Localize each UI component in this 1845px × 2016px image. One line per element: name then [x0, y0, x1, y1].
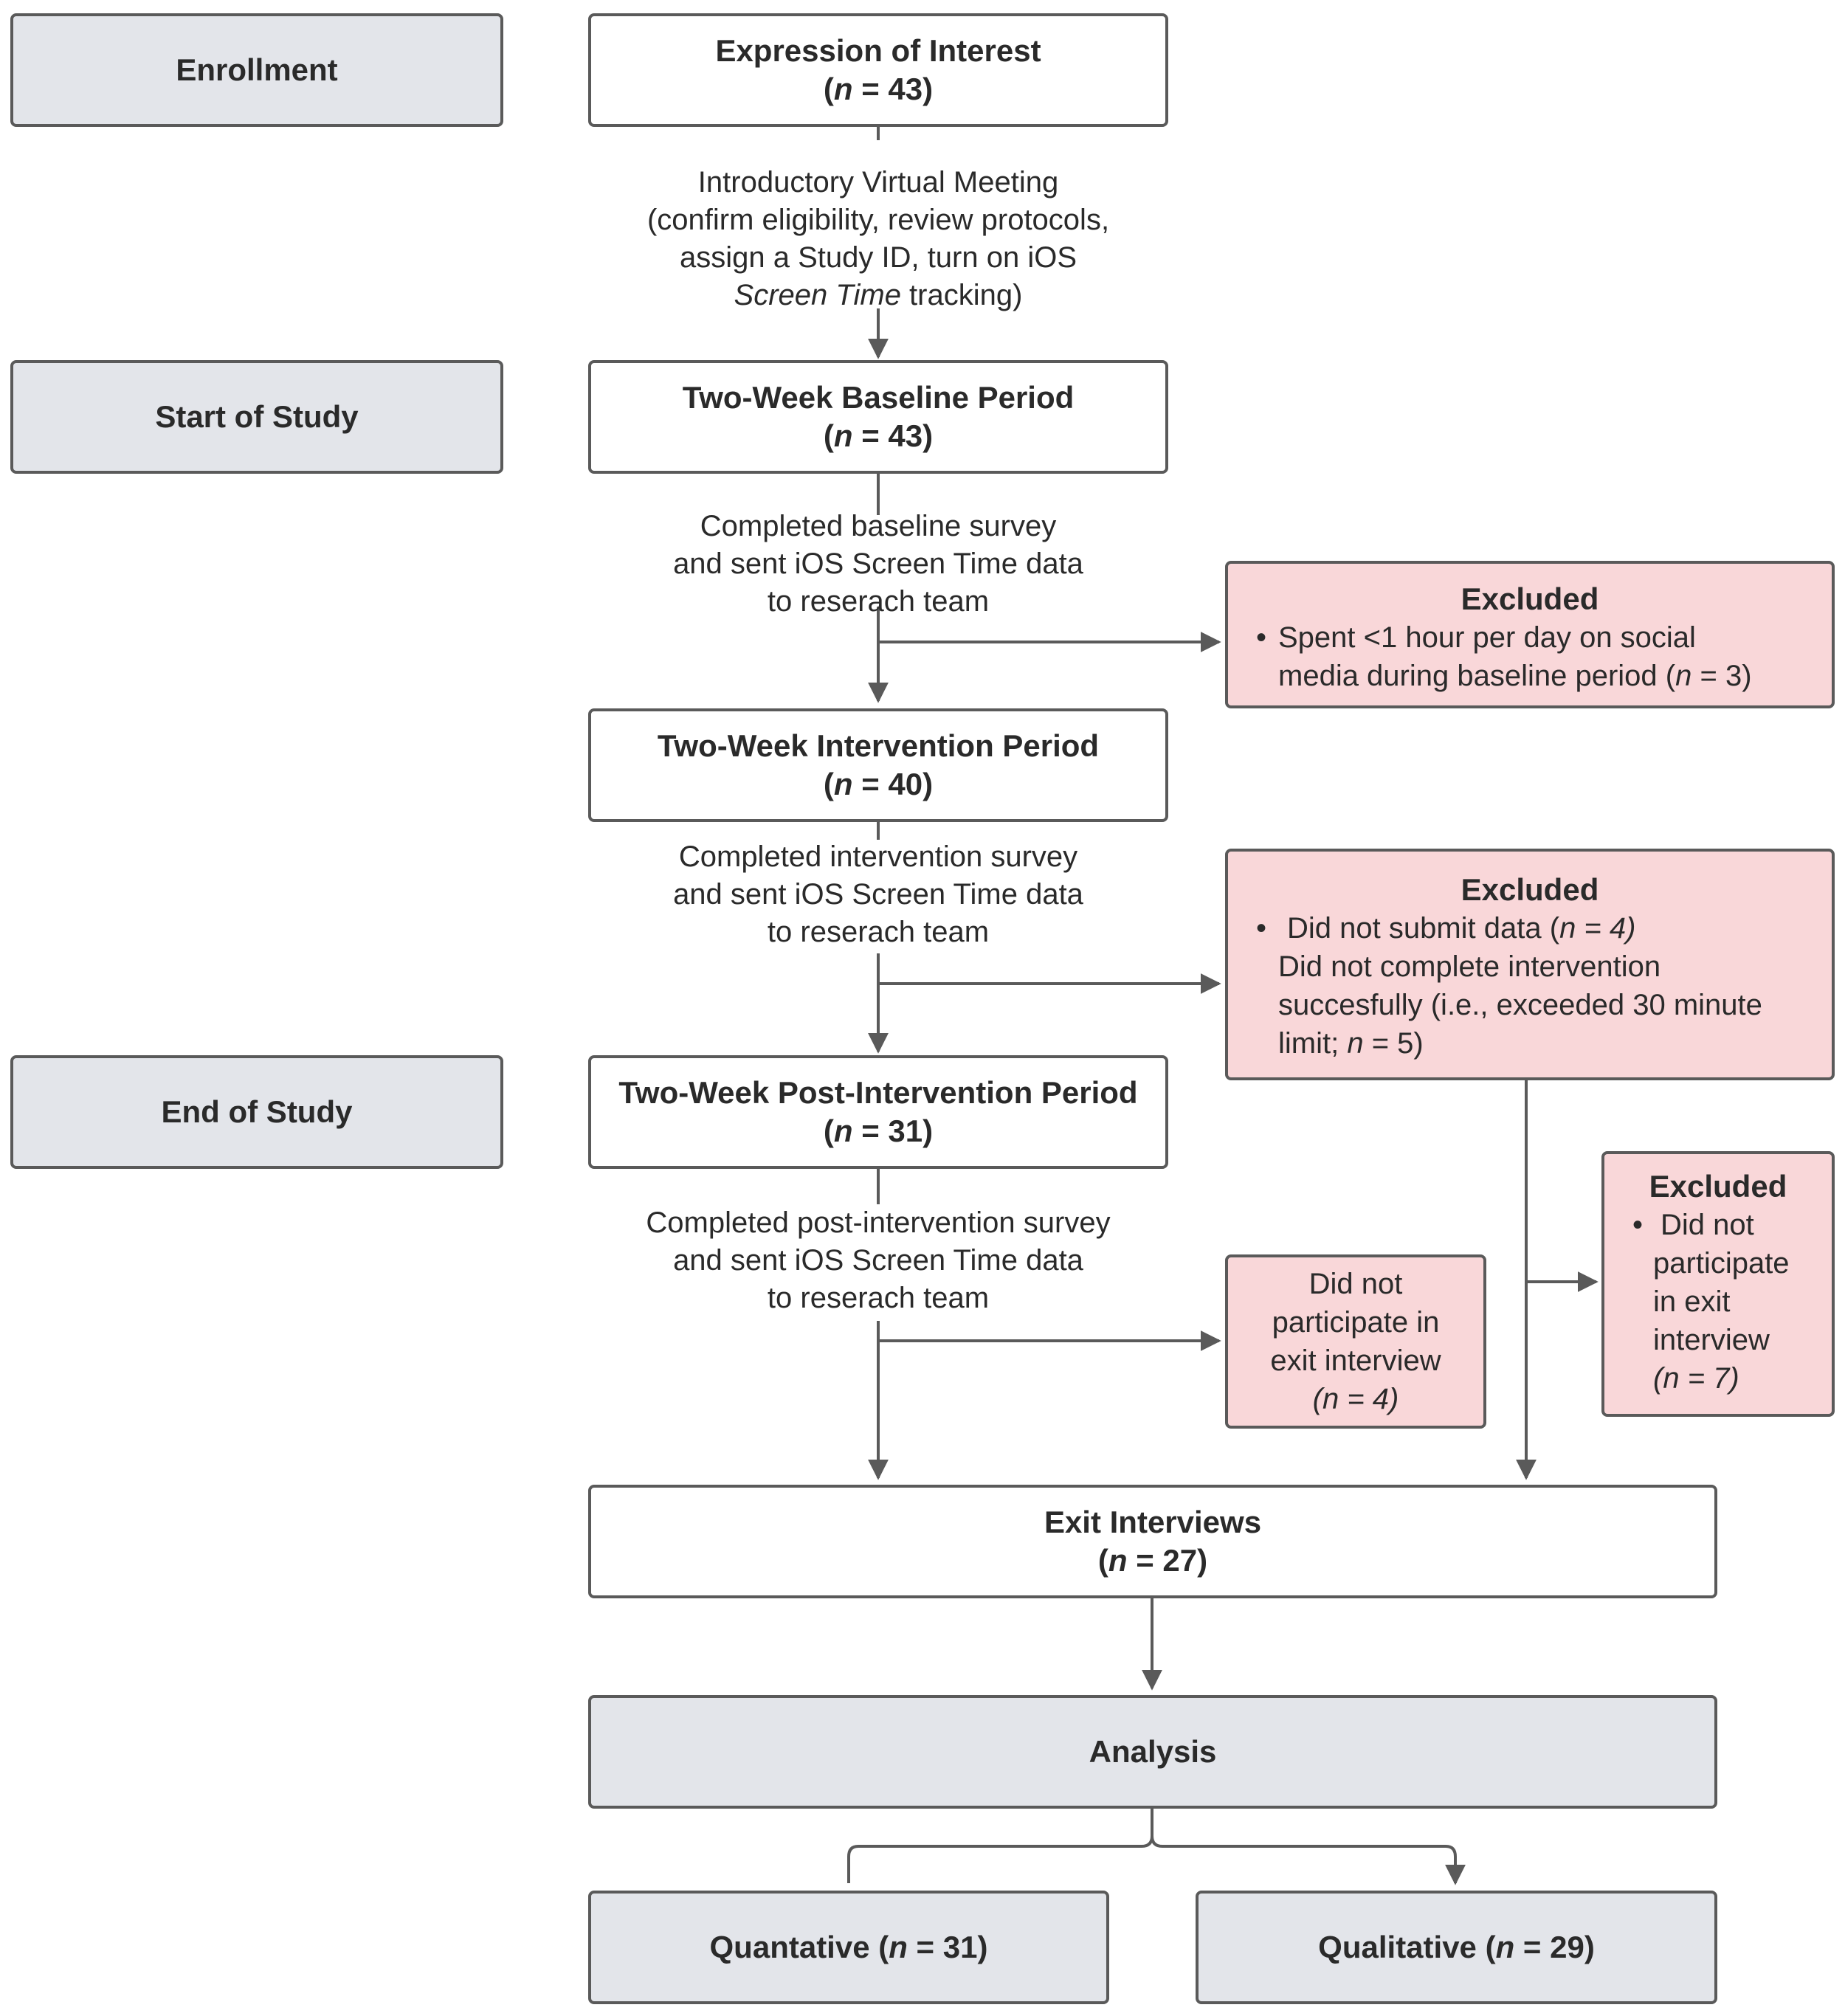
excluded1-n: 3 [1725, 660, 1742, 692]
excluded2-n1: 4 [1609, 912, 1627, 945]
intro-line-4: tracking) [900, 279, 1023, 311]
stage-end-of-study: End of Study [10, 1055, 503, 1169]
intervention-period-box: Two-Week Intervention Period (n = 40) [588, 708, 1168, 822]
no-exit-interview-box: Did not participate in exit interview (n… [1225, 1254, 1486, 1429]
exit-n: 27 [1162, 1543, 1198, 1578]
baseline-n: 43 [888, 418, 923, 453]
intervention-step-text: Completed intervention survey and sent i… [583, 838, 1173, 951]
analysis-box: Analysis [588, 1695, 1717, 1809]
post-step-line-1: Completed post-intervention survey [646, 1207, 1111, 1239]
exit-title: Exit Interviews [1044, 1505, 1262, 1539]
expression-of-interest-box: Expression of Interest (n = 43) [588, 13, 1168, 127]
stage-enrollment: Enrollment [10, 13, 503, 127]
post-title: Two-Week Post-Intervention Period [618, 1075, 1138, 1110]
no-exit-n: 4 [1372, 1383, 1390, 1415]
excluded3-title: Excluded [1649, 1169, 1787, 1204]
quantitative-box: Quantative (n = 31) [588, 1891, 1109, 2004]
baseline-step-text: Completed baseline survey and sent iOS S… [583, 508, 1173, 621]
n-symbol: n [833, 767, 853, 801]
qualitative-box: Qualitative (n = 29) [1196, 1891, 1717, 2004]
excluded2-title: Excluded [1461, 872, 1599, 907]
n-symbol: n [833, 72, 853, 106]
excluded2-line-2: Did not complete intervention [1278, 950, 1661, 983]
n-symbol: n [1663, 1362, 1680, 1395]
excluded3-line-1: Did not [1604, 1206, 1832, 1244]
n-symbol: n [889, 1930, 908, 1964]
excluded2-line-4: limit; [1278, 1027, 1348, 1060]
intro-line-1: Introductory Virtual Meeting [697, 166, 1059, 199]
stage-enrollment-label: Enrollment [176, 52, 338, 87]
post-step-line-2: and sent iOS Screen Time data [673, 1244, 1083, 1277]
baseline-step-line-2: and sent iOS Screen Time data [673, 548, 1083, 580]
excluded2-n2: 5 [1397, 1027, 1414, 1060]
excluded-baseline-box: Excluded Spent <1 hour per day on social… [1225, 561, 1835, 708]
excluded1-title: Excluded [1461, 581, 1599, 616]
post-n: 31 [888, 1114, 923, 1148]
intervention-step-line-2: and sent iOS Screen Time data [673, 878, 1083, 911]
excluded1-line-1: Spent <1 hour per day on social [1228, 618, 1832, 657]
n-symbol: n [833, 1114, 853, 1148]
stage-start-label: Start of Study [155, 399, 359, 434]
baseline-period-box: Two-Week Baseline Period (n = 43) [588, 360, 1168, 474]
baseline-title: Two-Week Baseline Period [682, 380, 1075, 415]
intro-line-2: (confirm eligibility, review protocols, [646, 204, 1110, 236]
baseline-step-line-1: Completed baseline survey [700, 510, 1057, 542]
baseline-step-line-3: to reserach team [767, 585, 990, 618]
stage-start-of-study: Start of Study [10, 360, 503, 474]
n-symbol: n [1347, 1027, 1364, 1060]
qual-n: 29 [1550, 1930, 1584, 1964]
post-intervention-period-box: Two-Week Post-Intervention Period (n = 3… [588, 1055, 1168, 1169]
intervention-title: Two-Week Intervention Period [657, 728, 1100, 763]
exit-interviews-box: Exit Interviews (n = 27) [588, 1485, 1717, 1598]
analysis-title: Analysis [1089, 1734, 1217, 1769]
arrow-analysis-split [847, 1804, 1455, 1883]
intro-screen-time: Screen Time [734, 279, 901, 311]
excluded2-line-1: Did not submit data ( [1287, 912, 1560, 945]
expression-n: 43 [888, 72, 923, 106]
excluded3-line-3: in exit [1653, 1285, 1731, 1318]
expression-title: Expression of Interest [715, 33, 1041, 68]
quant-label: Quantative [709, 1930, 870, 1964]
post-step-line-3: to reserach team [767, 1282, 990, 1314]
n-symbol: n [1322, 1383, 1339, 1415]
n-symbol: n [1675, 660, 1692, 692]
no-exit-line-1: Did not [1308, 1268, 1403, 1300]
no-exit-line-3: exit interview [1270, 1344, 1441, 1377]
intro-line-3: assign a Study ID, turn on iOS [679, 241, 1077, 274]
post-step-text: Completed post-intervention survey and s… [583, 1204, 1173, 1317]
excluded3-line-2: participate [1653, 1247, 1790, 1280]
intervention-step-line-1: Completed intervention survey [678, 840, 1078, 873]
n-symbol: n [1108, 1543, 1128, 1578]
intro-meeting-text: Introductory Virtual Meeting (confirm el… [583, 164, 1173, 314]
n-symbol: n [1495, 1930, 1515, 1964]
excluded3-line-4: interview [1653, 1324, 1770, 1356]
no-exit-line-2: participate in [1272, 1306, 1440, 1339]
excluded2-line-3: succesfully (i.e., exceeded 30 minute [1278, 989, 1762, 1021]
excluded-exit-box: Excluded Did not participate in exit int… [1601, 1151, 1835, 1417]
n-symbol: n [833, 418, 853, 453]
n-symbol: n [1559, 912, 1576, 945]
excluded1-line-2: media during baseline period ( [1278, 660, 1676, 692]
excluded-intervention-box: Excluded Did not submit data (n = 4) Did… [1225, 849, 1835, 1080]
intervention-n: 40 [888, 767, 923, 801]
intervention-step-line-3: to reserach team [767, 916, 990, 948]
qual-label: Qualitative [1318, 1930, 1477, 1964]
excluded3-n: 7 [1713, 1362, 1730, 1395]
stage-end-label: End of Study [161, 1094, 353, 1129]
quant-n: 31 [942, 1930, 978, 1964]
